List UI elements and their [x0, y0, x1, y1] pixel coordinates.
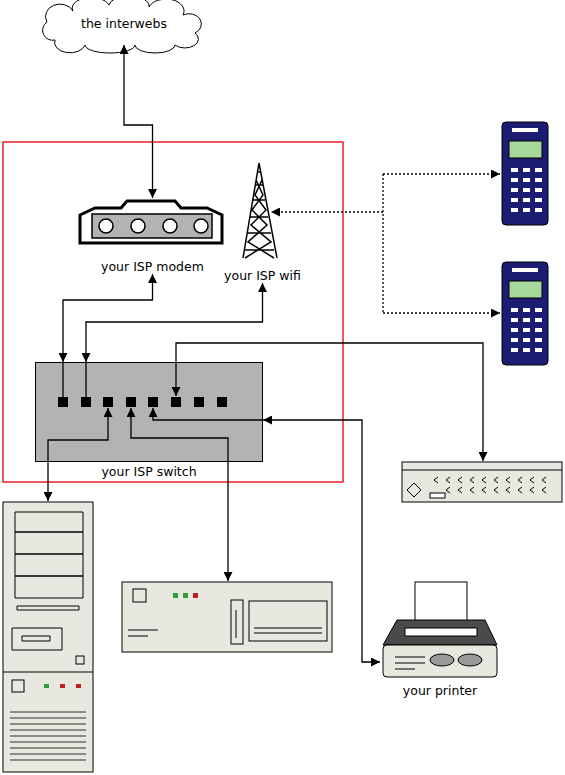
- modem-panel: [92, 214, 212, 238]
- desktop-case: [122, 582, 332, 652]
- desktop-wire: [131, 408, 228, 581]
- printer-body: [383, 645, 497, 677]
- phone-screen: [509, 281, 542, 298]
- pc-led: [76, 684, 81, 688]
- wireless-link: [382, 174, 383, 313]
- port-wire: [63, 362, 86, 397]
- printer-top: [383, 620, 497, 645]
- cloud-node: the interwebs: [40, 3, 208, 45]
- node-label: your ISP wifi: [224, 269, 301, 283]
- printer-node: your printer: [380, 580, 500, 698]
- modem-light: [163, 219, 177, 233]
- phone-body: [502, 122, 548, 225]
- printer-lines: [395, 657, 425, 669]
- printer-knob: [458, 654, 482, 666]
- pc-led: [60, 684, 65, 688]
- node-label: your ISP modem: [101, 260, 204, 274]
- phone-icon: [502, 262, 548, 365]
- wifi-tower: [243, 163, 277, 258]
- desktop-led: [193, 593, 198, 598]
- printer-slot: [405, 628, 477, 636]
- port-wire: [153, 408, 262, 420]
- modem-node: your ISP modem: [80, 198, 225, 274]
- pc-grille: [10, 712, 86, 760]
- phone-icon: [502, 122, 548, 225]
- desktop-button: [133, 589, 146, 602]
- desktop-led: [183, 593, 188, 598]
- connector-group: [63, 45, 380, 662]
- wireless-link: [383, 312, 500, 313]
- rack-diamond: [407, 483, 421, 497]
- pc-drives: [12, 606, 79, 650]
- network-link: [124, 45, 153, 198]
- pc-bays: [15, 512, 83, 598]
- pc-led: [44, 684, 49, 688]
- node-label: your ISP switch: [36, 465, 262, 479]
- isp-enclosure: [3, 142, 343, 482]
- rack-device: [402, 462, 562, 502]
- network-link: [86, 283, 263, 362]
- rack-vents: [434, 477, 546, 493]
- phone-screen: [509, 141, 542, 158]
- rack-slot: [430, 493, 445, 498]
- desktop-slot: [231, 600, 243, 644]
- desktop-lines: [128, 610, 322, 638]
- modem-light: [99, 219, 113, 233]
- rack-line: [402, 470, 562, 471]
- phone-keys: [511, 268, 542, 352]
- wireless-link: [383, 173, 500, 174]
- rack-wire: [176, 343, 483, 461]
- pc-button: [12, 680, 24, 692]
- pc-divider: [3, 672, 93, 673]
- node-label: your printer: [403, 684, 477, 698]
- network-link: [63, 274, 153, 362]
- pc-tower: [3, 502, 93, 772]
- phone-keys: [511, 128, 542, 212]
- modem-light: [131, 219, 145, 233]
- switch-node: your ISP switch: [35, 362, 263, 462]
- pc-button: [76, 656, 84, 664]
- switch-ports: [58, 397, 227, 407]
- desktop-led: [173, 593, 178, 598]
- modem-body: [80, 201, 222, 243]
- pc-wire: [48, 408, 108, 501]
- wireless-link: [271, 211, 383, 212]
- printer-knob: [430, 654, 454, 666]
- desktop-drive: [249, 601, 327, 641]
- cloud-shape: [43, 0, 202, 53]
- wifi-node: your ISP wifi: [215, 163, 310, 283]
- modem-light: [194, 219, 208, 233]
- network-link: [263, 420, 380, 662]
- phone-body: [502, 262, 548, 365]
- node-label: the interwebs: [81, 17, 167, 31]
